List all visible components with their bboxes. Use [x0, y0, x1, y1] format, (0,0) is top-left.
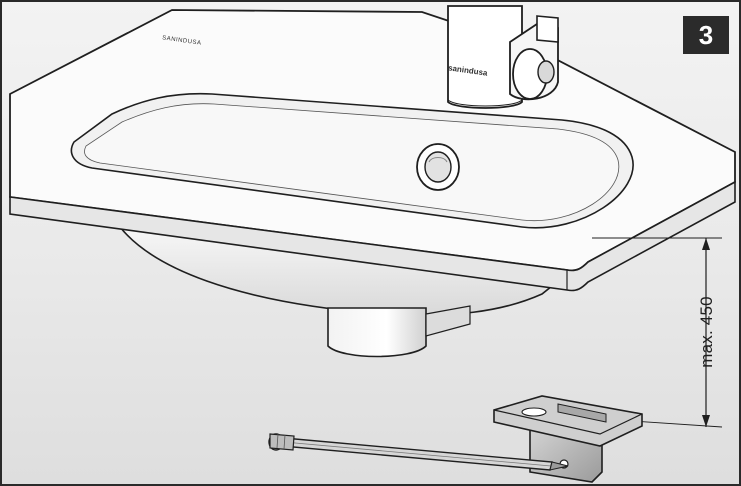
basin-recess — [70, 92, 634, 229]
drain-outlet — [327, 305, 471, 358]
overflow-ring — [416, 143, 460, 191]
faucet — [447, 5, 559, 109]
wall-bracket — [493, 395, 643, 483]
step-number-badge: 3 — [683, 16, 729, 54]
dimension-label: max. 450 — [697, 296, 716, 368]
fixing-rod — [268, 433, 569, 471]
